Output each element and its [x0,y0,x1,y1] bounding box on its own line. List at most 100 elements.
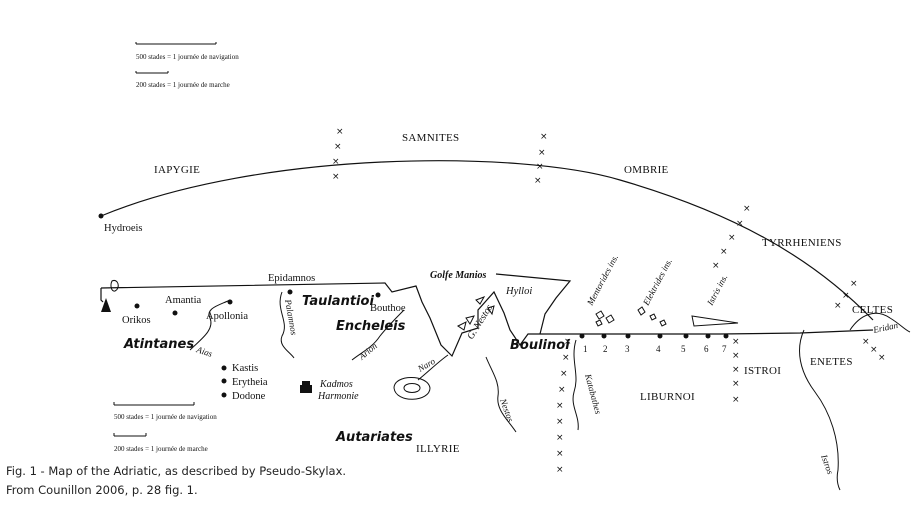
place-golfe-manios: Golfe Manios [430,270,487,281]
scale-navigation-label: 500 stades = 1 journée de navigation [136,53,239,61]
scale-march-label: 200 stades = 1 journée de marche [136,81,230,89]
station-6: 6 [704,344,709,354]
svg-text:×: × [538,148,546,158]
figure-caption: Fig. 1 - Map of the Adriatic, as describ… [6,464,346,497]
people-taulantioi: Taulantioi [302,294,374,309]
svg-text:×: × [332,172,340,182]
place-kastis: Kastis [232,363,258,374]
region-ombrie: OMBRIE [624,164,669,176]
scale-march-label-bottom: 200 stades = 1 journée de marche [114,445,208,453]
place-g-nestos: G. Nestos [465,303,495,342]
scale-bar-march-bottom [113,433,147,437]
svg-text:×: × [556,417,564,427]
svg-text:×: × [558,385,566,395]
people-atintanes: Atintanes [123,337,194,352]
island-outline [110,279,119,292]
river-istros: Istros [819,452,836,476]
station-2: 2 [603,344,608,354]
place-apollonia: Apollonia [206,311,248,322]
svg-text:×: × [732,351,740,361]
svg-text:×: × [870,345,878,355]
region-istroi: ISTROI [744,365,781,377]
scale-navigation-label-bottom: 500 stades = 1 journée de navigation [114,413,217,421]
illyrian-coastline [100,282,874,358]
island-elektrides: Elektrides ins. [640,257,673,308]
caption-line-1: Fig. 1 - Map of the Adriatic, as describ… [6,464,346,478]
people-labels: Taulantioi Encheleis Atintanes Boulinoi … [123,294,570,445]
kadmos-tomb-icon [300,381,312,393]
region-tyrrheniens: TYRRHENIENS [762,237,842,249]
svg-text:×: × [728,233,736,243]
italian-coastline [100,160,874,321]
place-hydroeis: Hydroeis [104,223,143,234]
scale-legend-top: 500 stades = 1 journée de navigation 200… [135,42,239,89]
svg-text:×: × [712,261,720,271]
region-illyrie: ILLYRIE [416,443,460,455]
triangle-marker [101,298,111,312]
place-amantia: Amantia [165,295,201,306]
place-labels: Hydroeis Epidamnos Amantia Orikos Apollo… [104,223,532,402]
svg-text:×: × [536,162,544,172]
scale-bar-navigation-bottom [113,402,195,406]
svg-text:×: × [564,337,572,347]
svg-text:×: × [732,395,740,405]
svg-text:×: × [562,353,570,363]
svg-text:×: × [878,353,886,363]
river-katabathes: Katabathes [583,372,604,416]
place-epidamnos: Epidamnos [268,273,315,284]
station-1: 1 [583,344,588,354]
palamnos-river-line [279,291,295,359]
svg-text:×: × [842,291,850,301]
station-4: 4 [656,344,661,354]
svg-text:×: × [862,337,870,347]
svg-text:×: × [534,176,542,186]
city-dots [134,289,729,398]
naro-lake-inner [403,383,421,393]
svg-text:×: × [732,337,740,347]
svg-text:×: × [834,301,842,311]
place-kadmos: Kadmos [319,379,353,390]
svg-text:×: × [736,219,744,229]
svg-text:×: × [334,142,342,152]
region-celtes: CELTES [852,304,893,316]
scale-bar-march [135,71,169,74]
svg-text:×: × [732,379,740,389]
caption-line-2: From Counillon 2006, p. 28 fig. 1. [6,483,198,497]
river-aias: Aias [194,344,214,359]
nestos-river-line [485,356,517,433]
hydroeis-dot [98,213,104,219]
island-shapes [457,296,739,331]
svg-text:×: × [556,401,564,411]
eridan-river [849,312,911,333]
people-autariates: Autariates [335,430,413,445]
svg-text:×: × [332,157,340,167]
svg-text:×: × [336,127,344,137]
station-7: 7 [722,344,727,354]
region-labels: SAMNITES IAPYGIE OMBRIE TYRRHENIENS CELT… [154,132,893,455]
svg-text:×: × [850,279,858,289]
region-enetes: ENETES [810,356,853,368]
region-liburnoi: LIBURNOI [640,391,695,403]
arion-river-line [351,309,405,361]
station-numbers: 1 2 3 4 5 6 7 [583,344,727,354]
svg-text:×: × [540,132,548,142]
place-dodone: Dodone [232,391,266,402]
svg-text:×: × [732,365,740,375]
river-palamnos: Palamnos [283,298,299,337]
svg-text:×: × [556,465,564,475]
region-iapygie: IAPYGIE [154,164,200,176]
place-bouthoe: Bouthoe [370,303,406,314]
scale-bar-navigation [135,42,217,45]
people-encheleis: Encheleis [336,319,406,334]
place-erytheia: Erytheia [232,377,268,388]
svg-text:×: × [556,433,564,443]
island-mentorides: Mentorides ins. [584,253,620,308]
svg-text:×: × [743,204,751,214]
svg-text:×: × [560,369,568,379]
river-eridan: Eridan [871,320,899,335]
river-arion: Arion [356,340,379,362]
island-istris: Istris ins. [704,273,729,308]
frontier-crosses: ×× ×× ×× ×× ×× ×× × ×× × ×× × ×× ×× ×× ×… [332,127,886,475]
island-labels: Mentorides ins. Elektrides ins. Istris i… [584,253,729,308]
